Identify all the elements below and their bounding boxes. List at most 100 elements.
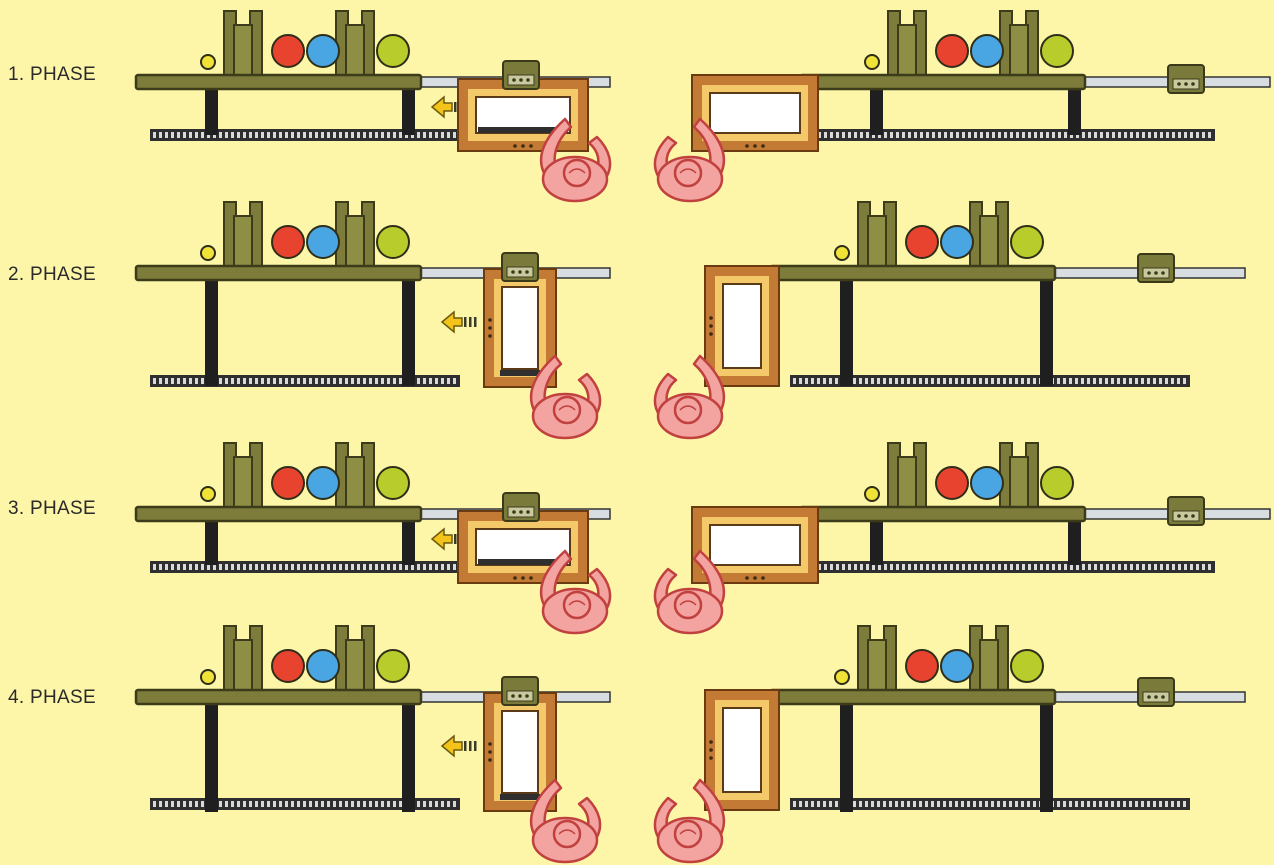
phase-row-2 xyxy=(136,202,1245,438)
ball-red xyxy=(272,650,304,682)
machine-table xyxy=(136,75,421,89)
ball-red xyxy=(272,467,304,499)
ball-yellow xyxy=(835,670,849,684)
ball-yellow xyxy=(835,246,849,260)
ball-lime xyxy=(1011,226,1043,258)
table-leg xyxy=(870,87,883,135)
ball-lime xyxy=(377,650,409,682)
table-leg xyxy=(205,519,218,565)
machine-table xyxy=(770,266,1055,280)
rack xyxy=(500,370,540,376)
table-leg xyxy=(402,702,415,812)
ball-blue xyxy=(307,226,339,258)
fixture-clamp xyxy=(224,626,262,690)
table-leg xyxy=(870,519,883,565)
ball-red xyxy=(906,226,938,258)
ball-yellow xyxy=(201,55,215,69)
table-leg xyxy=(1068,87,1081,135)
phase-row-4 xyxy=(136,626,1245,862)
machine-table xyxy=(800,75,1085,89)
fixture-clamp xyxy=(1000,443,1038,507)
fixture-clamp xyxy=(224,202,262,266)
fixture-clamp xyxy=(336,443,374,507)
ball-blue xyxy=(307,650,339,682)
ball-red xyxy=(272,226,304,258)
table-leg xyxy=(205,702,218,812)
left-machine xyxy=(136,626,610,862)
left-machine xyxy=(136,202,610,438)
table-leg xyxy=(402,519,415,565)
ball-blue xyxy=(307,467,339,499)
phase-arrow-icon xyxy=(442,312,477,332)
ball-blue xyxy=(971,35,1003,67)
ball-lime xyxy=(377,226,409,258)
right-machine xyxy=(655,11,1270,201)
ball-red xyxy=(936,35,968,67)
left-machine xyxy=(136,11,610,201)
ball-yellow xyxy=(201,670,215,684)
control-box-icon xyxy=(502,677,538,705)
control-box-icon xyxy=(1138,254,1174,282)
ball-yellow xyxy=(201,487,215,501)
fixture-clamp xyxy=(970,202,1008,266)
machine-table xyxy=(136,690,421,704)
ball-blue xyxy=(971,467,1003,499)
table-leg xyxy=(840,702,853,812)
fixture-clamp xyxy=(858,202,896,266)
fixture-clamp xyxy=(888,443,926,507)
workpiece-frame-vertical xyxy=(705,266,779,386)
ball-red xyxy=(906,650,938,682)
table-leg xyxy=(1040,278,1053,386)
control-box-icon xyxy=(502,253,538,281)
ball-red xyxy=(272,35,304,67)
phase-row-3 xyxy=(136,443,1270,633)
machine-table xyxy=(770,690,1055,704)
ball-lime xyxy=(1011,650,1043,682)
control-box-icon xyxy=(503,493,539,521)
left-machine xyxy=(136,443,610,633)
ball-yellow xyxy=(865,55,879,69)
control-box-icon xyxy=(1138,678,1174,706)
phase-row-1 xyxy=(136,11,1270,201)
table-leg xyxy=(402,87,415,135)
ball-blue xyxy=(941,226,973,258)
right-machine xyxy=(655,443,1270,633)
control-box-icon xyxy=(1168,497,1204,525)
machine-table xyxy=(136,507,421,521)
fixture-clamp xyxy=(224,443,262,507)
ball-lime xyxy=(377,35,409,67)
control-box-icon xyxy=(1168,65,1204,93)
ball-red xyxy=(936,467,968,499)
fixture-clamp xyxy=(888,11,926,75)
fixture-clamp xyxy=(336,626,374,690)
fixture-clamp xyxy=(858,626,896,690)
ball-lime xyxy=(377,467,409,499)
fixture-clamp xyxy=(970,626,1008,690)
right-machine xyxy=(655,626,1245,862)
table-leg xyxy=(205,278,218,386)
workpiece-frame-vertical xyxy=(705,690,779,810)
table-leg xyxy=(402,278,415,386)
rack xyxy=(500,794,540,800)
right-machine xyxy=(655,202,1245,438)
machine-table xyxy=(800,507,1085,521)
ball-blue xyxy=(307,35,339,67)
table-leg xyxy=(1068,519,1081,565)
ball-lime xyxy=(1041,35,1073,67)
fixture-clamp xyxy=(336,202,374,266)
phase-arrow-icon xyxy=(442,736,477,756)
table-leg xyxy=(840,278,853,386)
fixture-clamp xyxy=(1000,11,1038,75)
ball-yellow xyxy=(201,246,215,260)
table-leg xyxy=(1040,702,1053,812)
fixture-clamp xyxy=(336,11,374,75)
fixture-clamp xyxy=(224,11,262,75)
control-box-icon xyxy=(503,61,539,89)
machine-table xyxy=(136,266,421,280)
ball-blue xyxy=(941,650,973,682)
ball-yellow xyxy=(865,487,879,501)
table-leg xyxy=(205,87,218,135)
ball-lime xyxy=(1041,467,1073,499)
